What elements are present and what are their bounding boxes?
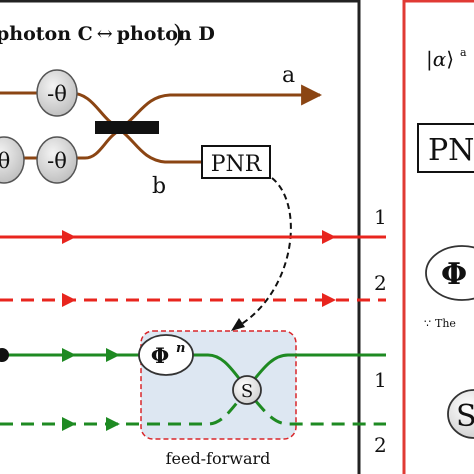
svg-text:n: n <box>176 341 185 356</box>
right-swap-element: S <box>447 389 474 439</box>
mode-b-label: b <box>152 174 166 199</box>
feed-forward-label: feed-forward <box>166 449 271 468</box>
feed-forward-arrowhead <box>231 318 245 331</box>
header-close-paren: ) <box>173 20 182 48</box>
rail-number-green-dashed: 2 <box>374 433 387 457</box>
phase-shifter-bottom-right: -θ <box>36 136 78 184</box>
svg-text:-θ: -θ <box>47 82 67 106</box>
svg-text:PNR: PNR <box>211 152 263 177</box>
mode-b-waveguide <box>0 128 202 164</box>
svg-text:Φ: Φ <box>151 343 169 368</box>
svg-text:θ: θ <box>0 149 10 173</box>
rail-number-red-solid: 1 <box>374 205 387 229</box>
rail-number-red-dashed: 2 <box>374 271 387 295</box>
green-dashed-arrowhead-1 <box>62 417 76 431</box>
left-panel-frame <box>0 0 361 474</box>
red-dashed-rail <box>0 293 386 307</box>
right-panel-frame <box>402 0 474 474</box>
rail-number-green-solid: 1 <box>374 368 387 392</box>
right-pnr-detector: PN <box>417 123 474 173</box>
header-photon-c: photon C↔photon D <box>0 23 215 45</box>
right-note: ∵The <box>424 317 456 330</box>
svg-text:PN: PN <box>428 133 474 168</box>
swap-element: S <box>232 375 262 405</box>
phi-n-element: Φ n <box>138 334 194 376</box>
phase-shifter-top: -θ <box>36 69 78 117</box>
right-phi-element: Φ <box>425 245 474 301</box>
ket-alpha: |α⟩ <box>426 47 454 72</box>
feed-forward-arrow <box>239 177 292 326</box>
mode-a-label: a <box>282 63 295 88</box>
green-solid-arrowhead-1 <box>62 348 76 362</box>
pnr-detector: PNR <box>201 145 271 179</box>
svg-text:Φ: Φ <box>441 257 467 292</box>
red-solid-rail <box>0 230 386 244</box>
input-dot <box>0 348 9 362</box>
svg-text:S: S <box>241 381 253 402</box>
beam-splitter <box>95 121 159 134</box>
phase-shifter-bottom-left: θ <box>0 136 25 184</box>
svg-text:S: S <box>456 399 474 434</box>
ket-subscript: a <box>460 46 467 59</box>
green-dashed-arrowhead-2 <box>106 417 120 431</box>
svg-text:-θ: -θ <box>47 149 67 173</box>
green-solid-arrowhead-2 <box>106 348 120 362</box>
